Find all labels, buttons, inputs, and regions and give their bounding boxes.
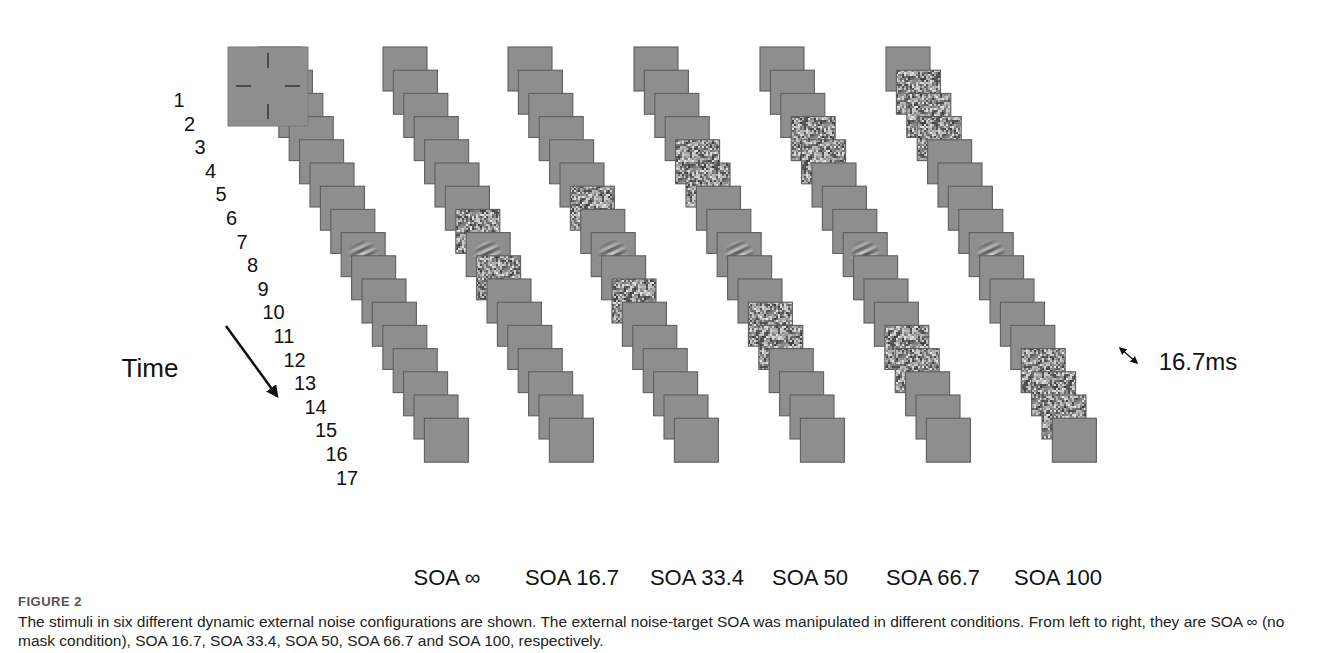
- blank-frame: [800, 418, 844, 462]
- condition-label: SOA 33.4: [650, 565, 744, 591]
- figure-number: FIGURE 2: [18, 594, 82, 609]
- frame-screen: [1052, 418, 1096, 462]
- condition-label: SOA 100: [1014, 565, 1102, 591]
- frame-screen: [549, 418, 593, 462]
- frame-stack: [508, 47, 718, 462]
- fixation-mark: [267, 53, 269, 68]
- blank-frame: [1052, 418, 1096, 462]
- frame-duration-arrow: [1120, 348, 1137, 363]
- blank-frame: [549, 418, 593, 462]
- frame-number: 15: [315, 419, 337, 442]
- fixation-mark: [267, 104, 269, 119]
- frame-number: 16: [325, 443, 347, 466]
- frame-stack: [760, 47, 970, 462]
- blank-frame: [424, 418, 468, 462]
- fixation-mark: [236, 85, 251, 87]
- frame-screen: [926, 418, 970, 462]
- frame-stack: [634, 47, 844, 462]
- fixation-screen: [228, 47, 308, 126]
- blank-frame: [674, 418, 718, 462]
- frame-number: 5: [215, 183, 226, 206]
- fixation-mark: [285, 85, 300, 87]
- frame-number: 1: [173, 89, 184, 112]
- frame-number: 10: [262, 301, 284, 324]
- frame-screen: [800, 418, 844, 462]
- frame-stack: [383, 47, 593, 462]
- frame-number: 4: [205, 159, 216, 182]
- condition-label: SOA ∞: [413, 565, 480, 591]
- frame-number: 17: [336, 466, 358, 489]
- frame-number: 3: [194, 136, 205, 159]
- frame-number: 9: [257, 277, 268, 300]
- frame-number: 12: [283, 348, 305, 371]
- frame-number: 14: [304, 395, 326, 418]
- duration-label: 16.7ms: [1159, 348, 1238, 376]
- frame-number: 7: [236, 230, 247, 253]
- figure-caption: The stimuli in six different dynamic ext…: [18, 612, 1308, 650]
- frame-stack: [886, 47, 1096, 462]
- blank-frame: [926, 418, 970, 462]
- frame-number: 8: [247, 254, 258, 277]
- frame-stacks: [258, 47, 1096, 462]
- frame-number: 6: [226, 207, 237, 230]
- condition-label: SOA 66.7: [886, 565, 980, 591]
- frame-number: 13: [294, 372, 316, 395]
- condition-label: SOA 16.7: [525, 565, 619, 591]
- fixation-frame: [228, 47, 308, 126]
- frame-number: 2: [184, 112, 195, 135]
- time-arrow: [226, 326, 277, 396]
- time-label: Time: [122, 353, 179, 384]
- frame-screen: [674, 418, 718, 462]
- frame-number: 11: [274, 325, 295, 348]
- condition-label: SOA 50: [772, 565, 848, 591]
- frame-screen: [424, 418, 468, 462]
